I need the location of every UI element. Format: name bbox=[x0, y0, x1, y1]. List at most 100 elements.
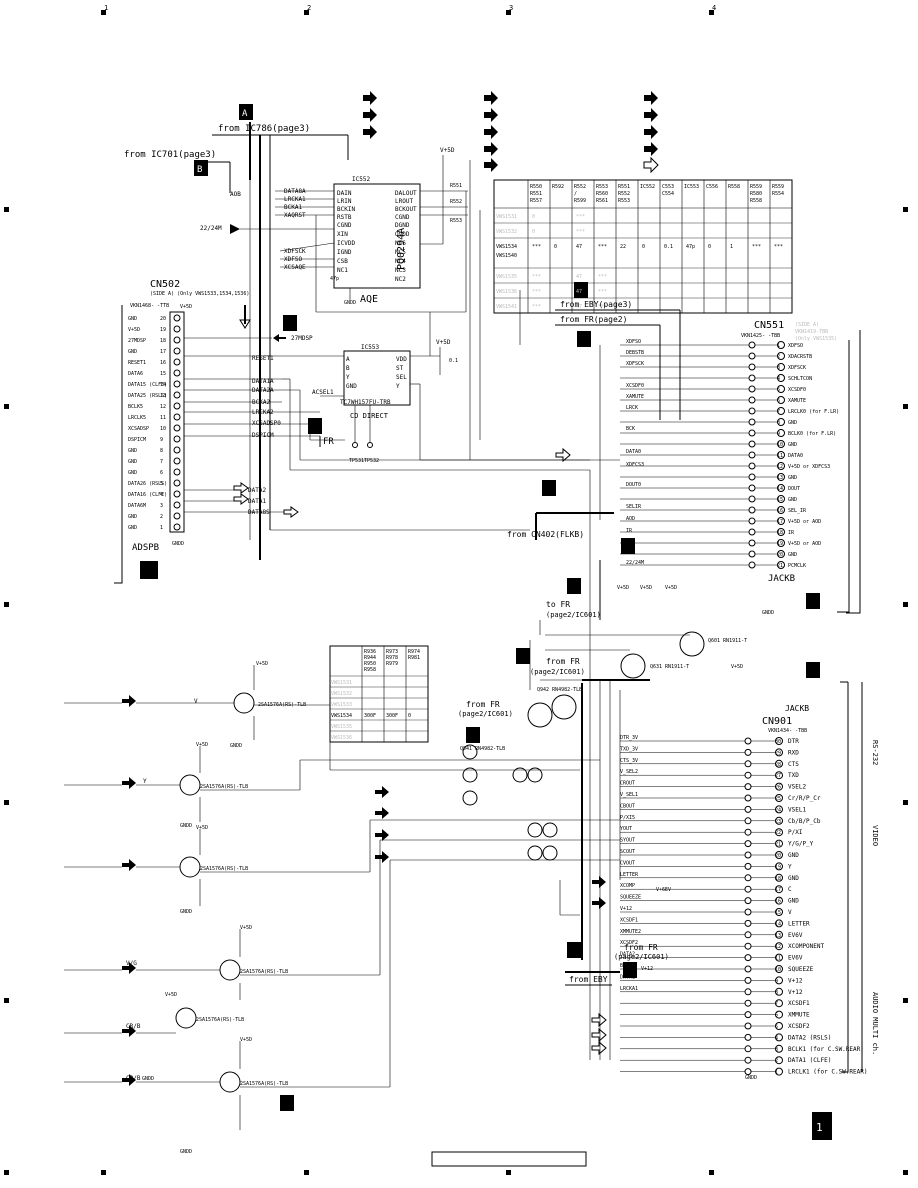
aqe-r551: R551 bbox=[450, 183, 462, 189]
cn551-pin-num: 12 bbox=[777, 464, 783, 470]
cn901-pin-num: 16 bbox=[775, 899, 781, 905]
cn551-tp bbox=[748, 561, 756, 569]
col-mark-1: 1 bbox=[104, 4, 108, 12]
q-video-6: 2SA1576A(RS)-TLB bbox=[240, 1081, 288, 1087]
cn502-pin-circle bbox=[173, 413, 181, 421]
aqe-pin-nc2: NC2 bbox=[395, 276, 406, 283]
ic553-pin-sel: SEL bbox=[396, 374, 407, 381]
cn901-net: BCKA1 bbox=[620, 963, 635, 969]
cn551-tp bbox=[748, 506, 756, 514]
rtable-cell: 22 bbox=[620, 244, 626, 250]
cn901-net: XCSDF2 bbox=[620, 940, 638, 946]
rtable-header: IC552 bbox=[640, 184, 655, 190]
cn901-pin-name: C bbox=[788, 886, 792, 893]
cn901-pin-circle bbox=[775, 816, 783, 825]
rtable-header: R599 bbox=[574, 198, 586, 204]
cn901-tp bbox=[744, 794, 752, 802]
from-fr-b-page: (page2/IC601) bbox=[458, 710, 513, 718]
cn551-tp bbox=[748, 517, 756, 525]
cn901-pin-num: 14 bbox=[775, 921, 781, 927]
cn502-pin-num: 12 bbox=[160, 404, 166, 410]
cn502-pin-name: DATA25 (RSLS) bbox=[128, 393, 167, 399]
ic553: IC553 A B Y GND VDD ST SEL Y TC7WH157FU-… bbox=[312, 312, 458, 464]
cn901-pin-num: 4 bbox=[775, 1035, 778, 1041]
video-v5d-5: V+5D bbox=[165, 992, 177, 998]
aqe-pin-csb: CSB bbox=[337, 258, 348, 265]
ic553-pin-st: ST bbox=[396, 365, 404, 372]
rtable-cell: *** bbox=[532, 304, 541, 310]
cn502-pin-circle bbox=[173, 336, 181, 344]
rtable-cell: 0 bbox=[532, 214, 535, 220]
cn901-pin-name: XCSDF1 bbox=[788, 1000, 810, 1007]
cn502-pin-name: LRCLK5 bbox=[128, 415, 146, 421]
cn551-tp bbox=[748, 385, 756, 393]
aqe-pin-ignd: IGND bbox=[337, 249, 352, 256]
rtable-header: R552 bbox=[574, 184, 586, 190]
rtable-cell: *** bbox=[598, 304, 607, 310]
small-table: R936R944R950R958R973R978R979R974R981VWS1… bbox=[329, 645, 429, 743]
cn901-pin-name: RXD bbox=[788, 749, 799, 756]
corner-marks: 1 2 3 4 bbox=[4, 4, 908, 1175]
aqe-pin-nc1: NC1 bbox=[337, 267, 348, 274]
cn502-pin-circle bbox=[173, 435, 181, 443]
video-in-v: V bbox=[194, 698, 198, 705]
rtable-cell: *** bbox=[532, 289, 541, 295]
cn901-pin-circle bbox=[775, 1010, 783, 1019]
rtable-cell: 0 bbox=[532, 229, 535, 235]
video-in-y: Y bbox=[143, 778, 147, 785]
cn551-pin-circle bbox=[777, 528, 785, 536]
cn901-pin-num: 30 bbox=[775, 739, 781, 745]
cn502-pin-name: RESET1 bbox=[128, 360, 146, 366]
cn551-net: DATA0 bbox=[626, 449, 641, 455]
cn551-pin-num: 13 bbox=[777, 475, 783, 481]
rtable-row-name: VWS1534 bbox=[496, 244, 517, 250]
cn901-pin-name: LRCLK1 (for C.SW.REAR) bbox=[788, 1069, 867, 1076]
cn551-pin-num: 10 bbox=[777, 442, 783, 448]
cn901-net: TXD_3V bbox=[620, 746, 638, 752]
cn901-tp bbox=[744, 999, 752, 1007]
stable-row-name: VWS1532 bbox=[331, 691, 352, 697]
q-video-4: 2SA1576A(RS)-TLB bbox=[240, 969, 288, 975]
cn901-pin-circle bbox=[775, 828, 783, 837]
cn502-title: CN502 bbox=[150, 279, 180, 290]
cn502-pin-circle bbox=[173, 314, 181, 322]
cn901-tp bbox=[744, 1068, 752, 1076]
cn551-tp bbox=[748, 528, 756, 536]
cn901-pin-num: 29 bbox=[775, 750, 781, 756]
ic552-part: PQ0294A bbox=[396, 228, 407, 270]
rtable-header: R553 bbox=[618, 198, 630, 204]
cn901-pin-name: Cb/B/P_Cb bbox=[788, 818, 821, 825]
cn901-tp bbox=[744, 783, 752, 791]
cn901-pin-circle bbox=[775, 885, 783, 894]
cn502-gndd: GNDD bbox=[172, 541, 184, 547]
cn901-net: CVOUT bbox=[620, 860, 635, 866]
rtable-header: C556 bbox=[706, 184, 718, 190]
cn901-net: CBOUT bbox=[620, 803, 635, 809]
cn901-net: V_SEL2 bbox=[620, 769, 638, 775]
aqe-net-xaqrst: XAQRST bbox=[284, 212, 306, 219]
cn901-tp bbox=[744, 828, 752, 836]
cn551-net: IR bbox=[626, 528, 633, 534]
cn901-tp bbox=[744, 862, 752, 870]
cn551-pin-name: BCLK0 (for F.LR) bbox=[788, 431, 836, 437]
cn551-pin-name: V+5D or AOD bbox=[788, 519, 821, 525]
cn551-net: 22/24M bbox=[626, 560, 644, 566]
cn551-pin-num: 11 bbox=[777, 453, 783, 459]
cn551-net: BCK bbox=[626, 426, 635, 432]
cn502-pin-circle bbox=[173, 402, 181, 410]
cn502-pin-num: 3 bbox=[160, 503, 163, 509]
cn551-pin-num: 7 bbox=[777, 409, 780, 415]
cn901-tp bbox=[744, 942, 752, 950]
cn901-pin-circle bbox=[775, 896, 783, 905]
col-mark-4: 4 bbox=[712, 4, 716, 12]
cn901-pin-name: XCSDF2 bbox=[788, 1023, 810, 1030]
cn901-tp bbox=[744, 760, 752, 768]
q631-label: Q631 RN1911-T bbox=[650, 664, 689, 670]
ic553-ref: IC553 bbox=[361, 344, 379, 351]
cn502-pin-circle bbox=[173, 391, 181, 399]
cn502-pin-circle bbox=[173, 446, 181, 454]
rtable-cell: 47 bbox=[576, 289, 582, 295]
cn502-pin-num: 20 bbox=[160, 316, 166, 322]
cn551-pin-circle bbox=[777, 363, 785, 371]
